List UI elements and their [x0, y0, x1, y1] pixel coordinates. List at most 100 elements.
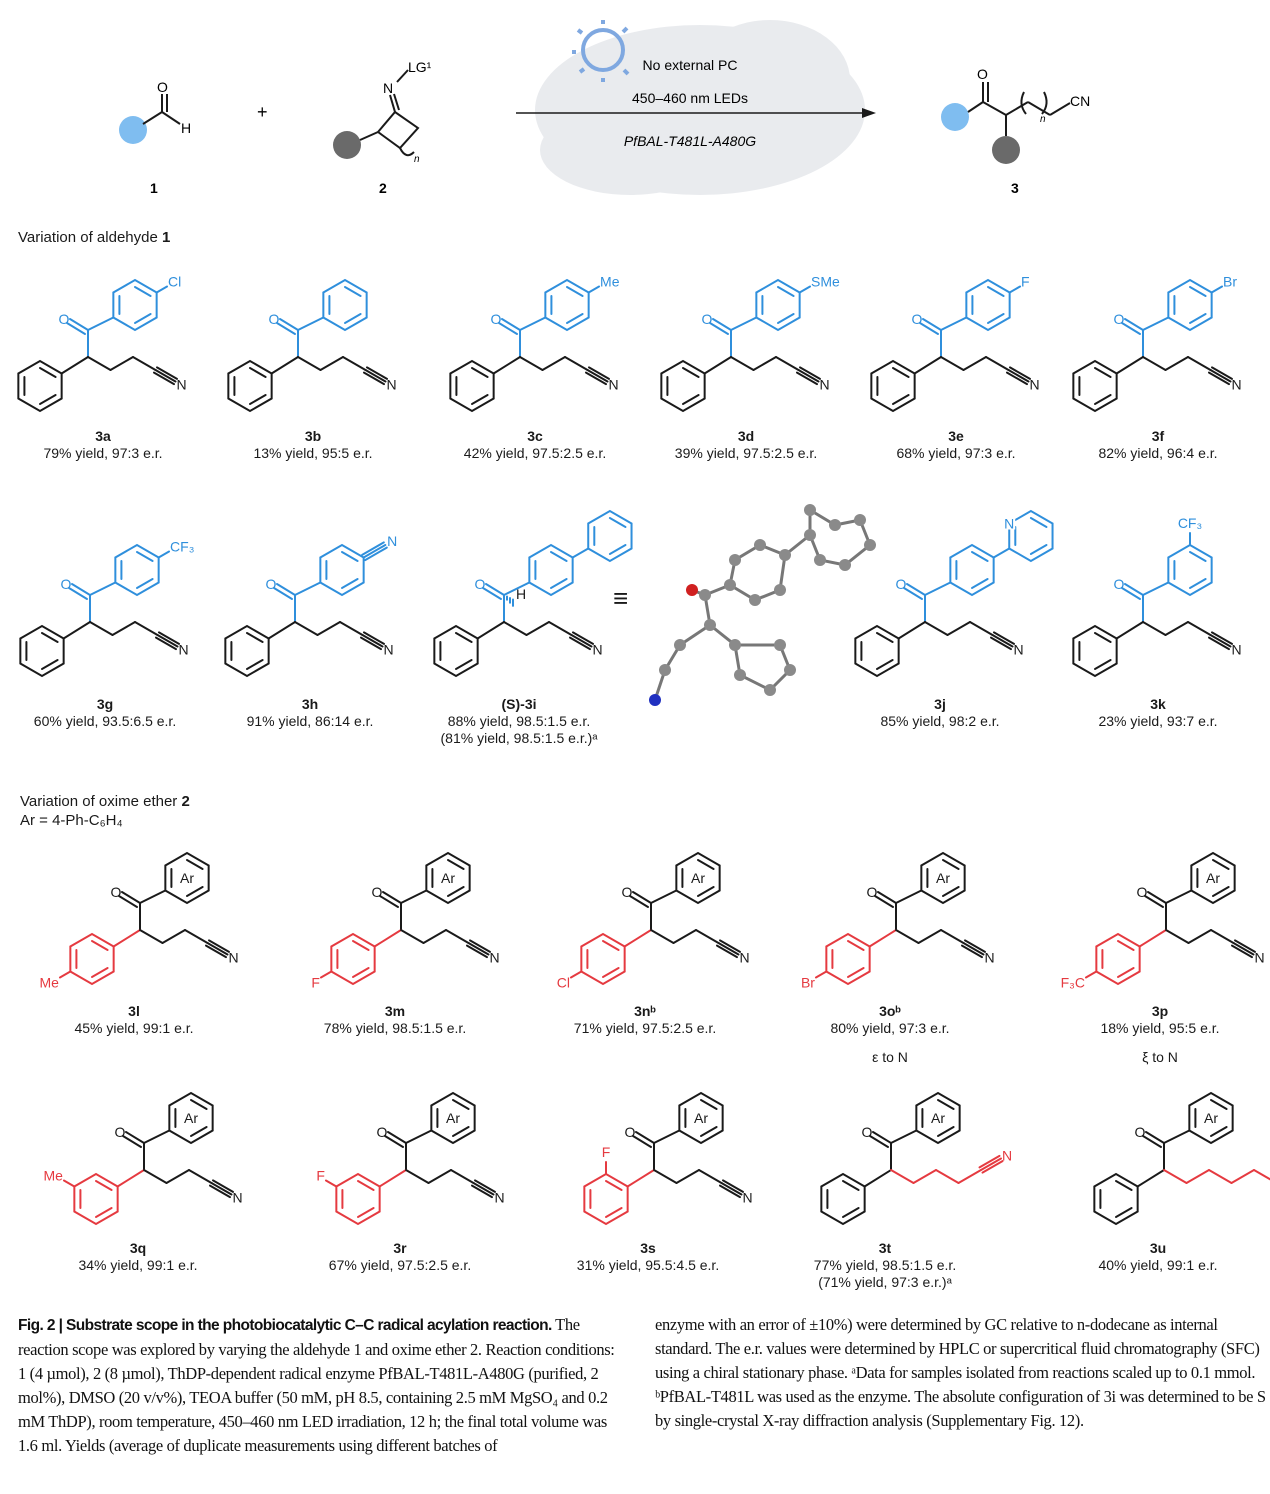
substituent-bond: [1008, 285, 1022, 294]
ch-to-ring-bond: [868, 929, 897, 948]
ch-to-ring-bond: [373, 929, 402, 948]
compound-id: 3e: [948, 428, 964, 444]
chain-bond: [400, 929, 425, 944]
carbonyl-double-bond: [118, 895, 138, 908]
ring-double-bond: [190, 1126, 208, 1137]
section-oxime-text: Variation of oxime ether: [20, 793, 182, 810]
crystal-nitrogen-atom: [649, 694, 661, 706]
ring-double-bond: [1117, 940, 1135, 951]
substituent-bond: [157, 550, 171, 559]
substituent-bond: [1084, 970, 1098, 979]
aryl-bond: [1165, 889, 1193, 904]
aldehyde-h: H: [181, 120, 191, 136]
carbonyl-oxygen: O: [625, 1124, 636, 1140]
top-aryl-ring: [678, 1091, 724, 1145]
chain-bond: [564, 356, 589, 371]
compound-yield: 23% yield, 93:7 e.r.: [1098, 713, 1218, 729]
ring-double-bond: [39, 394, 57, 405]
ring-double-bond: [455, 659, 473, 670]
ring-double-bond: [937, 1126, 955, 1137]
nitrile-triple-bond: [1232, 942, 1255, 956]
chain-bond: [316, 621, 341, 636]
bottom-aryl-ring: [433, 624, 479, 678]
nitrile-triple-bond: [361, 634, 384, 648]
ring-double-bond: [190, 1099, 208, 1110]
carbonyl-double-bond: [482, 587, 502, 600]
product-n-subscript: n: [1040, 114, 1046, 125]
chain-bond: [946, 621, 971, 636]
compound-id: 3f: [1151, 428, 1165, 444]
chain-bond: [1185, 1169, 1210, 1184]
ch-to-ring-bond: [476, 621, 505, 640]
ring-double-bond: [134, 286, 152, 297]
oxime-n: N: [383, 80, 393, 96]
nitrile-triple-bond: [361, 541, 385, 556]
ring-double-bond: [186, 886, 204, 897]
nitrile-nitrogen: N: [1231, 377, 1241, 393]
chain-bond: [1187, 929, 1212, 944]
nitrile-nitrogen: N: [1013, 642, 1023, 658]
compound-yield: 71% yield, 97.5:2.5 e.r.: [573, 1020, 717, 1036]
section-aldehyde-bold: 1: [162, 229, 171, 246]
compound-id: 3m: [384, 1003, 406, 1019]
compound-yield: 80% yield, 97:3 e.r.: [830, 1020, 950, 1036]
compound-yield: 77% yield, 98.5:1.5 e.r.: [813, 1257, 957, 1273]
bottom-aryl-ring: [449, 359, 495, 413]
ch-to-ring-bond: [112, 929, 141, 948]
compound-id: 3s: [640, 1240, 656, 1256]
ch-to-ring-bond: [897, 621, 926, 640]
nitrile-triple-bond: [364, 546, 388, 562]
ring-double-bond: [987, 313, 1005, 324]
compound-yield: 42% yield, 97.5:2.5 e.r.: [463, 445, 607, 461]
carbonyl-oxygen: O: [111, 884, 122, 900]
carbonyl-oxygen: O: [1114, 576, 1125, 592]
carbonyl-double-bond: [1124, 318, 1144, 331]
ar-ring-label: Ar: [1206, 870, 1220, 886]
aryl-bond: [890, 1129, 918, 1144]
molecule-3e: OFN: [870, 274, 1040, 413]
chain-bond: [541, 356, 566, 371]
compound-id: 3q: [129, 1240, 147, 1256]
nitrile-triple-bond: [1211, 366, 1233, 380]
bottom-substituent: Br: [801, 975, 815, 991]
bottom-substituent: Me: [44, 1168, 64, 1184]
compound-id: 3c: [527, 428, 543, 444]
carbonyl-oxygen: O: [896, 576, 907, 592]
nitrile-triple-bond: [1209, 369, 1232, 383]
compound-id: 3p: [1151, 1003, 1169, 1019]
compound-yield: (71% yield, 97:3 e.r.)ᵃ: [818, 1274, 952, 1290]
compound-yield: 67% yield, 97.5:2.5 e.r.: [328, 1257, 472, 1273]
nitrile-nitrogen: N: [739, 950, 749, 966]
carbonyl-double-bond: [632, 891, 652, 904]
ring-double-bond: [134, 313, 152, 324]
substituent-bond: [324, 1179, 338, 1188]
ring-double-bond: [682, 367, 700, 378]
nitrile-triple-bond: [210, 1182, 233, 1196]
chain-bond: [134, 621, 159, 636]
bottom-aryl-ring: [19, 624, 65, 678]
chain-bond: [450, 1169, 475, 1184]
carbonyl-double-bond: [1124, 583, 1144, 596]
nitrile-triple-bond: [978, 1154, 1001, 1169]
section-aldehyde-text: Variation of aldehyde: [18, 229, 162, 246]
chain-bond: [427, 1169, 452, 1184]
figure-caption-right: enzyme with an error of ±10%) were deter…: [655, 1315, 1266, 1430]
ring-double-bond: [249, 394, 267, 405]
carbonyl-oxygen: O: [1135, 1124, 1146, 1140]
aldehyde-bonds: [142, 94, 181, 125]
compound-2-label: 2: [379, 180, 387, 196]
ch-to-ring-bond: [267, 621, 296, 640]
bottom-substituent: Cl: [557, 975, 570, 991]
